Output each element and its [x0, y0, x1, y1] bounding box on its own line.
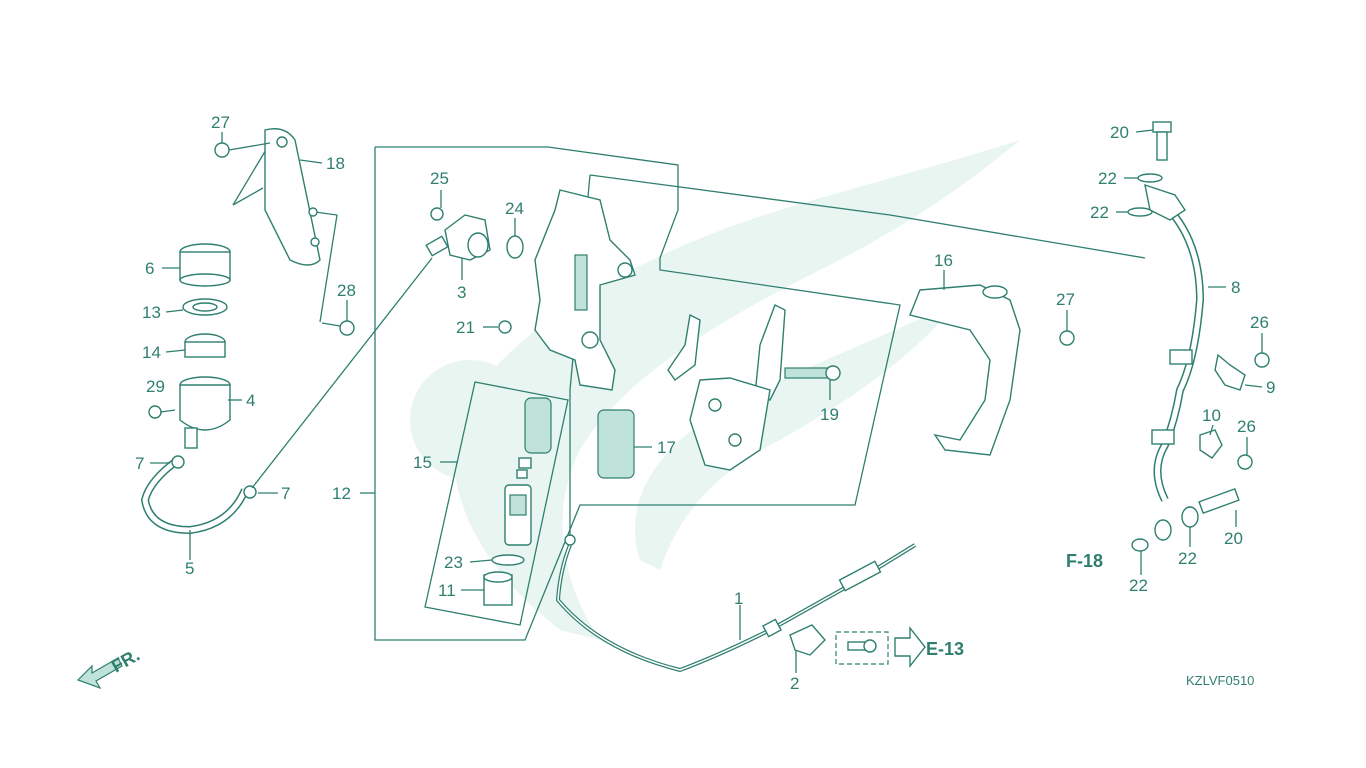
e13-arrow-icon: [894, 625, 926, 669]
linkage-parts: [667, 304, 841, 471]
callout-24: 24: [505, 199, 524, 218]
callout-22-mid: 22: [1090, 203, 1109, 222]
callout-5: 5: [185, 559, 194, 578]
diagram-code: KZLVF0510: [1186, 673, 1254, 688]
callout-16: 16: [934, 251, 953, 270]
leader-lines: [150, 129, 1263, 673]
callout-26-bottom: 26: [1237, 417, 1256, 436]
reservoir-assembly: [140, 243, 257, 535]
clutch-cable-1: [555, 534, 917, 673]
callout-22-bottom-left: 22: [1129, 576, 1148, 595]
callout-8: 8: [1231, 278, 1240, 297]
callout-labels: 1 2 3 4 5 6 7 7 8 9 10 11 12 13 14 15 16…: [135, 113, 1275, 693]
callout-27-right: 27: [1056, 290, 1075, 309]
brake-hose-8: [1127, 121, 1270, 552]
piston-kit: [483, 397, 552, 606]
callout-11: 11: [438, 581, 456, 600]
callout-13: 13: [142, 303, 161, 322]
callout-20-bottom: 20: [1224, 529, 1243, 548]
callout-19: 19: [820, 405, 839, 424]
callout-3: 3: [457, 283, 466, 302]
watermark-logo: [410, 140, 1020, 640]
callout-21: 21: [456, 318, 475, 337]
callout-23: 23: [444, 553, 463, 572]
callout-27-top: 27: [211, 113, 230, 132]
callout-28: 28: [337, 281, 356, 300]
callout-4: 4: [246, 391, 255, 410]
callout-22-top: 22: [1098, 169, 1117, 188]
master-cylinder-body: [534, 189, 636, 545]
callout-29: 29: [146, 377, 165, 396]
callout-9: 9: [1266, 378, 1275, 397]
callout-7-right: 7: [281, 484, 290, 503]
front-arrow-icon: [76, 657, 123, 690]
callout-22-bottom-right: 22: [1178, 549, 1197, 568]
callout-15: 15: [413, 453, 432, 472]
cover-16: [909, 284, 1075, 456]
callout-6: 6: [145, 259, 154, 278]
callout-12: 12: [332, 484, 351, 503]
callout-10: 10: [1202, 406, 1221, 425]
callout-1: 1: [734, 589, 743, 608]
callout-18: 18: [326, 154, 345, 173]
hose-fitting-3: [251, 207, 524, 489]
callout-2: 2: [790, 674, 799, 693]
bracket-18: [214, 128, 355, 336]
callout-17: 17: [657, 438, 676, 457]
callout-20-top: 20: [1110, 123, 1129, 142]
callout-26-top: 26: [1250, 313, 1269, 332]
callout-25: 25: [430, 169, 449, 188]
callout-14: 14: [142, 343, 161, 362]
callout-7-left: 7: [135, 454, 144, 473]
reference-f18: F-18: [1066, 551, 1103, 571]
spring-17: [597, 409, 635, 479]
reference-e13: E-13: [926, 639, 964, 659]
